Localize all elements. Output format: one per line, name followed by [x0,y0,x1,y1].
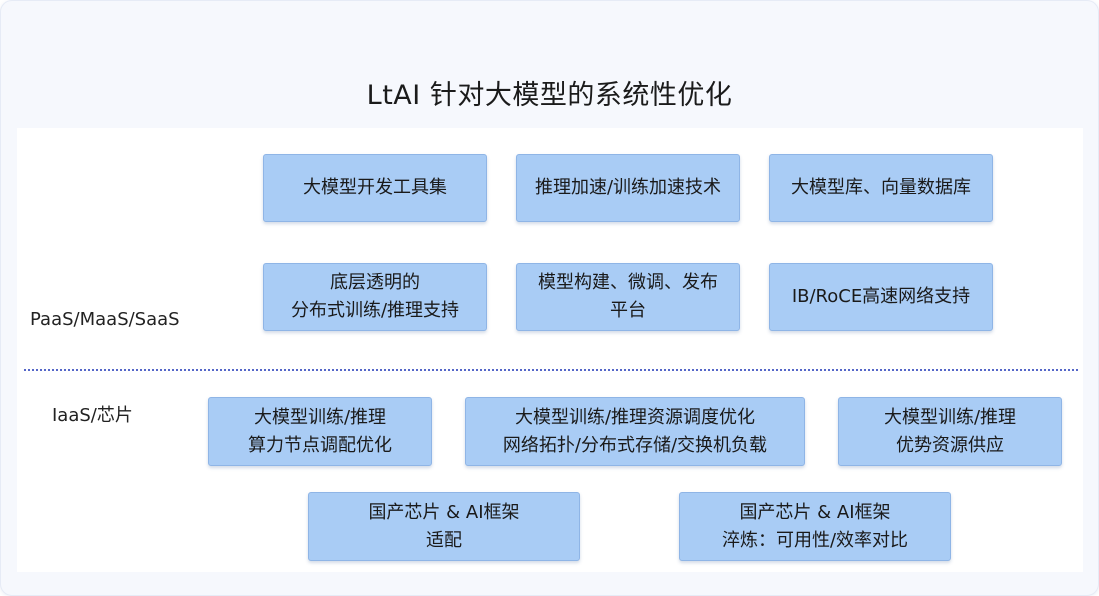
box-line: 算力节点调配优化 [248,434,392,456]
box-chip-adaptation: 国产芯片 & AI框架 适配 [308,492,580,561]
box-model-platform: 模型构建、微调、发布 平台 [516,263,740,331]
box-resource-scheduling: 大模型训练/推理资源调度优化 网络拓扑/分布式存储/交换机负载 [465,397,805,466]
box-line: 分布式训练/推理支持 [290,300,460,321]
box-line: IB/RoCE高速网络支持 [791,286,971,307]
box-model-library: 大模型库、向量数据库 [769,154,993,222]
box-dev-toolkit: 大模型开发工具集 [263,154,487,222]
box-line: 底层透明的 [330,272,420,293]
box-line: 淬炼：可用性/效率对比 [721,529,909,551]
box-line: 国产芯片 & AI框架 [368,501,520,523]
box-network-support: IB/RoCE高速网络支持 [769,263,993,331]
box-line: 大模型训练/推理 [883,406,1017,428]
box-line: 平台 [610,300,646,321]
box-line: 网络拓扑/分布式存储/交换机负载 [502,434,768,456]
box-line: 大模型训练/推理 [253,406,387,428]
box-acceleration: 推理加速/训练加速技术 [516,154,740,222]
box-line: 国产芯片 & AI框架 [739,501,891,523]
box-resource-supply: 大模型训练/推理 优势资源供应 [838,397,1062,466]
layer-label-paas: PaaS/MaaS/SaaS [30,309,180,330]
box-line: 推理加速/训练加速技术 [534,177,722,198]
box-line: 大模型库、向量数据库 [791,177,971,198]
layer-label-iaas: IaaS/芯片 [52,405,133,426]
box-line: 大模型训练/推理资源调度优化 [514,406,756,428]
box-distributed-training: 底层透明的 分布式训练/推理支持 [263,263,487,331]
box-line: 优势资源供应 [896,434,1004,456]
box-compute-scheduling: 大模型训练/推理 算力节点调配优化 [208,397,432,466]
box-chip-evaluation: 国产芯片 & AI框架 淬炼：可用性/效率对比 [679,492,951,561]
box-line: 大模型开发工具集 [303,177,447,198]
layer-divider [24,369,1078,371]
diagram-title: LtAI 针对大模型的系统性优化 [366,80,733,111]
box-line: 适配 [426,529,462,551]
box-line: 模型构建、微调、发布 [538,272,718,293]
